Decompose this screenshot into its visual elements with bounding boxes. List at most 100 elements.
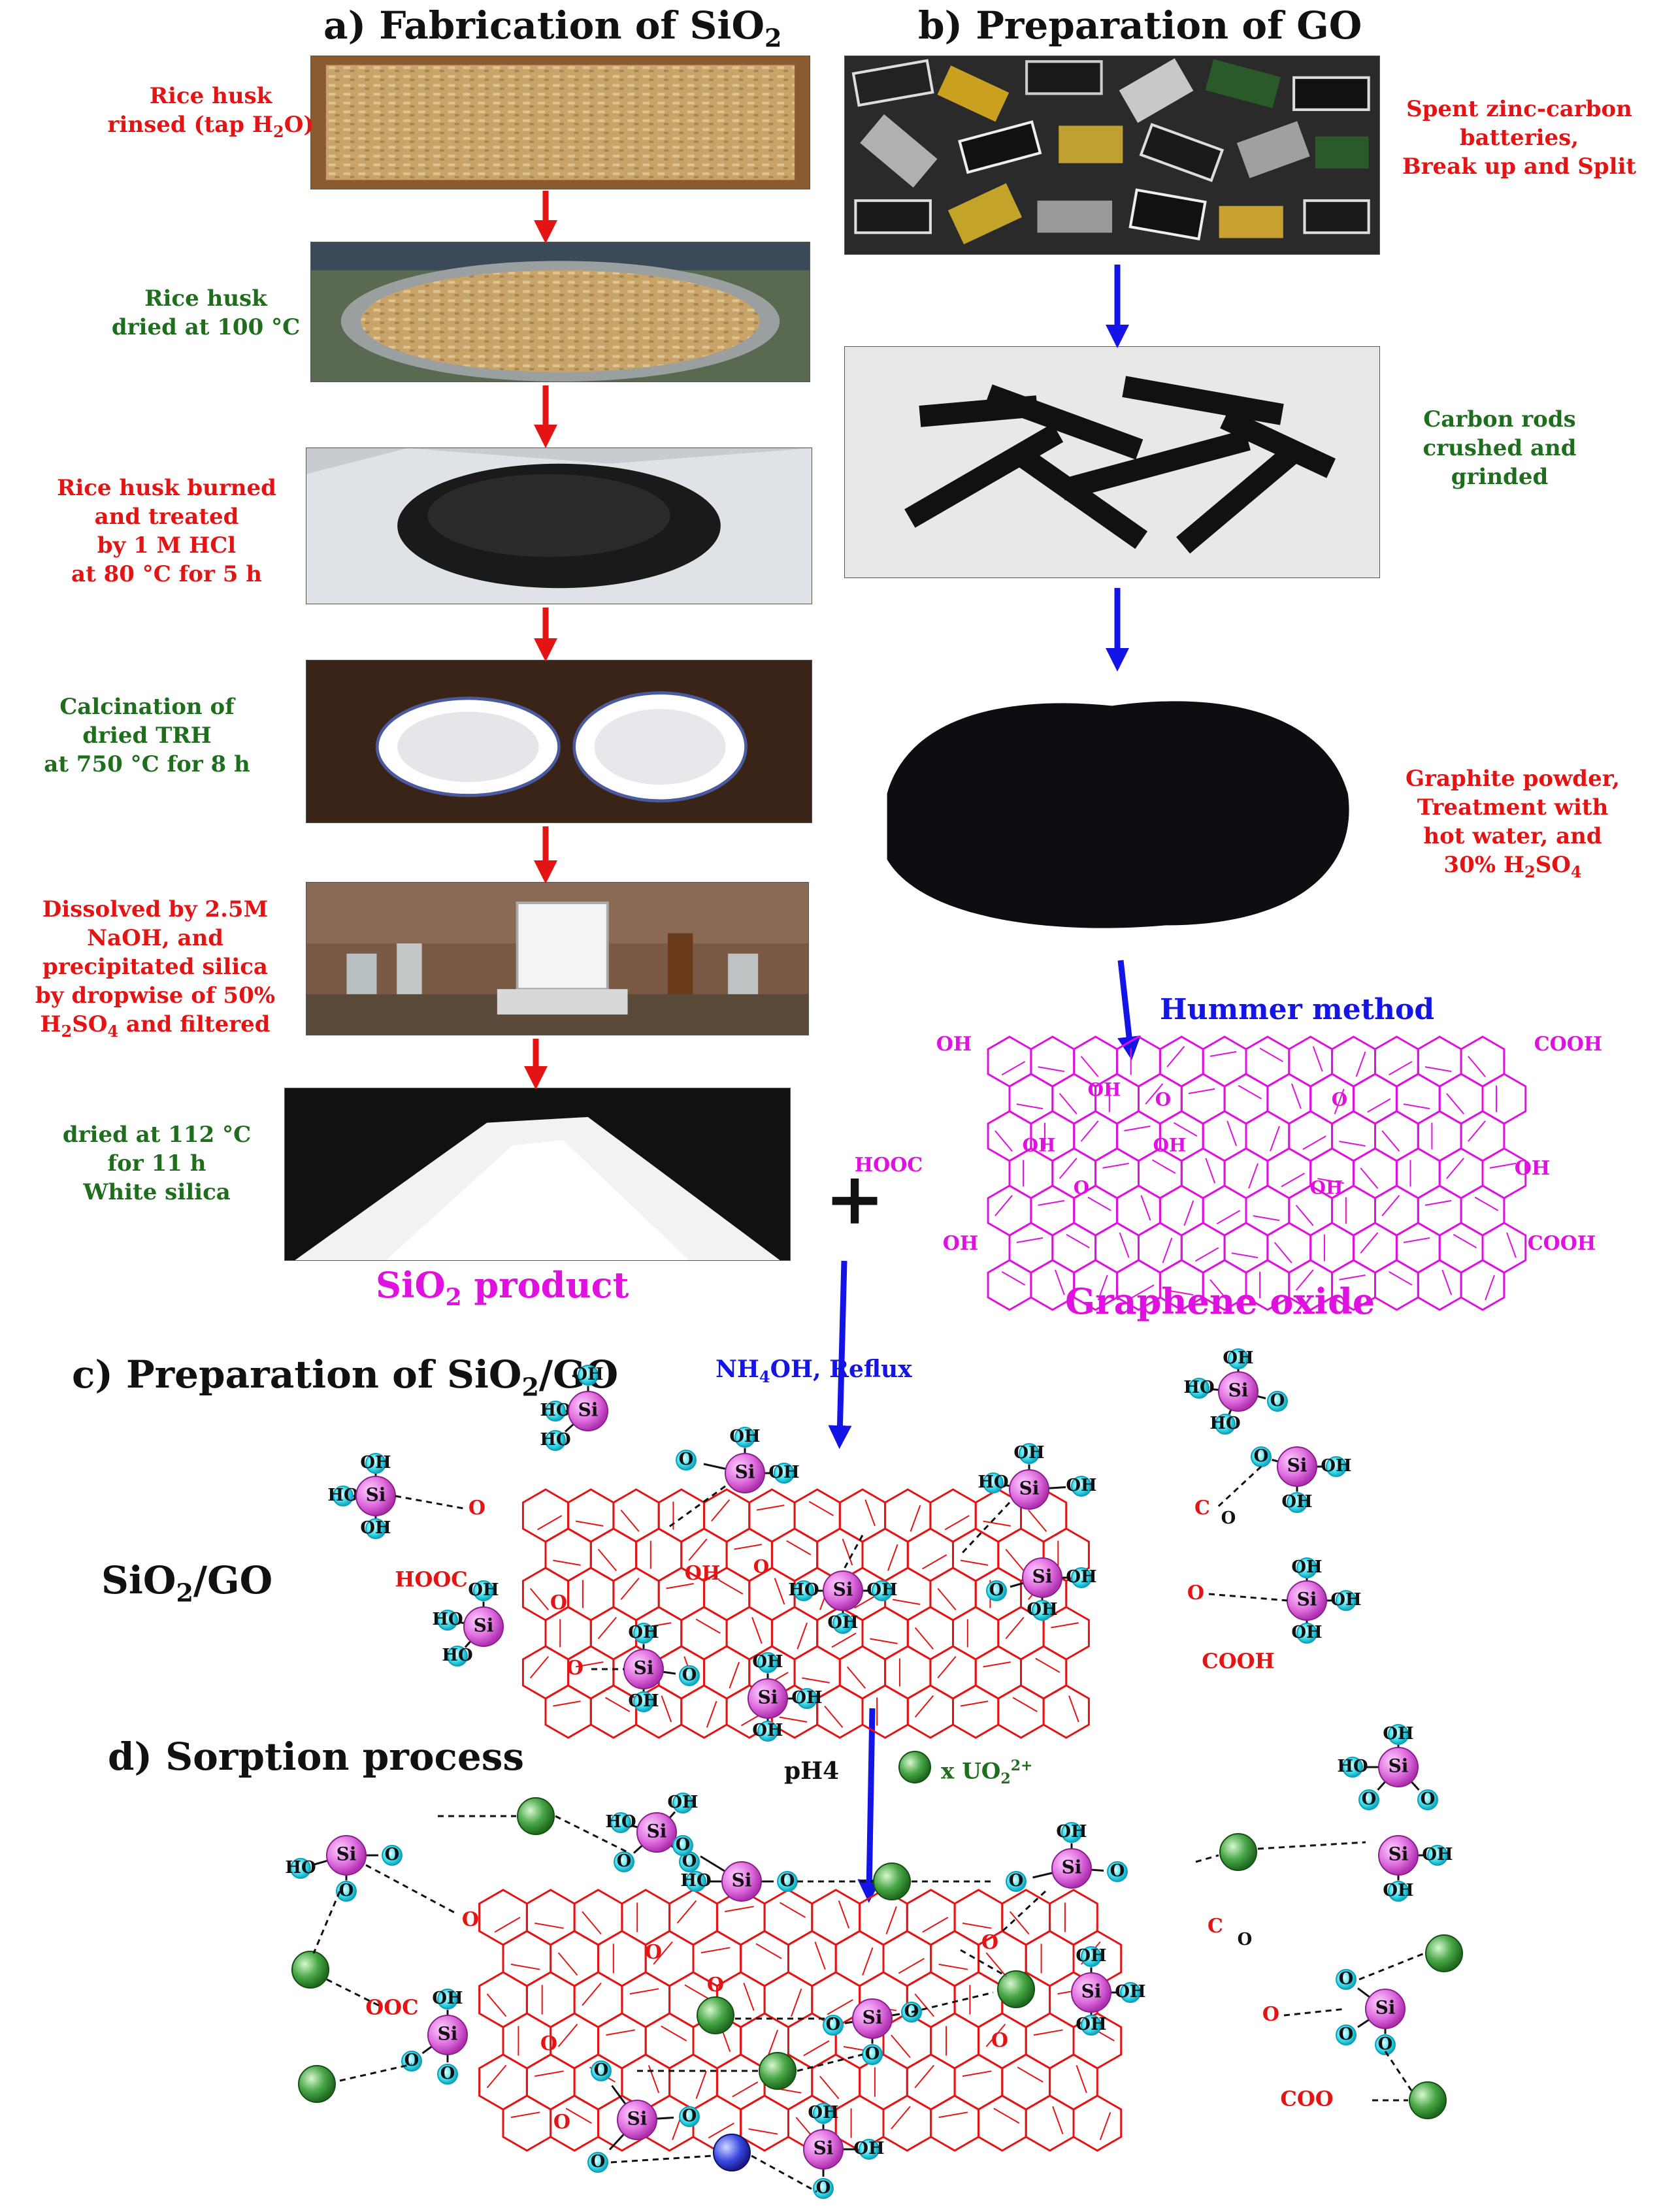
hydrogen-bond-line <box>666 1485 726 1530</box>
uranyl-ion-icon <box>873 1862 911 1900</box>
double-bond <box>1183 1200 1194 1226</box>
hexagon-ring <box>1030 1110 1076 1162</box>
oxygen-atom-icon <box>633 1623 654 1644</box>
oxygen-atom-icon <box>591 2060 612 2081</box>
hexagon-ring <box>1395 1222 1441 1274</box>
double-bond <box>914 2064 934 2089</box>
panel-c-title-text: c) Preparation of SiO <box>72 1352 522 1397</box>
double-bond <box>627 1657 653 1673</box>
hydroxyl-label: O <box>1339 1969 1354 1989</box>
hexagon-ring <box>906 1684 954 1739</box>
step-a1-line2: rinsed (tap H2O) <box>98 110 323 146</box>
step-a2-line1: Rice husk <box>144 285 267 312</box>
double-bond <box>537 1515 563 1531</box>
double-bond <box>695 1618 721 1634</box>
double-bond <box>962 2070 992 2077</box>
double-bond <box>1367 1098 1391 1113</box>
double-bond <box>808 1501 834 1516</box>
double-bond <box>766 2029 779 2058</box>
hexagon-ring <box>997 1606 1045 1661</box>
bond-line <box>633 1831 658 1854</box>
hydroxyl-label: OH <box>1281 1492 1312 1512</box>
hydroxyl-label: OH <box>853 2139 884 2158</box>
hexagon-ring <box>657 1567 705 1621</box>
hexagon-ring <box>884 1567 932 1621</box>
hydroxyl-label: HO <box>788 1580 819 1600</box>
bond-line <box>608 2119 638 2151</box>
silicon-label: Si <box>833 1579 853 1601</box>
step-a5-line4: by dropwise of 50% <box>35 983 276 1009</box>
hexagon-ring <box>763 1889 814 1946</box>
oxygen-atom-icon <box>679 1851 700 1872</box>
oxygen-atom-icon <box>473 1580 494 1601</box>
hexagon-ring <box>1223 1222 1269 1274</box>
double-bond <box>1080 1120 1099 1142</box>
double-bond <box>729 1661 740 1689</box>
double-bond <box>1099 2111 1111 2140</box>
oxygen-atom-icon <box>679 1665 700 1686</box>
double-bond <box>1295 1205 1314 1226</box>
hexagon-ring <box>612 1567 660 1621</box>
double-bond <box>629 1988 659 1995</box>
double-bond <box>791 1988 802 2017</box>
sio2go-a: SiO <box>101 1558 176 1602</box>
hexagon-ring <box>1245 1110 1291 1162</box>
step-a5-line5-b: SO <box>72 1011 108 1037</box>
hexagon-ring <box>930 2012 979 2070</box>
hexagon-ring <box>1051 1073 1097 1125</box>
hexagon-ring <box>1049 1971 1098 2028</box>
step-a5-line2: NaOH, and <box>86 925 224 951</box>
chem-label: O <box>1238 1930 1253 1949</box>
double-bond <box>510 1963 540 1970</box>
chem-label: O <box>469 1497 485 1520</box>
hexagon-ring <box>1438 1147 1484 1199</box>
oxygen-atom-icon <box>734 1427 755 1448</box>
arrow-b3 <box>1117 960 1141 1060</box>
bond-line <box>872 2013 900 2020</box>
hexagon-ring <box>811 1971 861 2028</box>
chem-label: O <box>540 2032 557 2055</box>
hexagon-ring <box>692 2012 742 2070</box>
hexagon-ring <box>1374 1184 1419 1237</box>
silicon-label: Si <box>1081 1981 1102 2002</box>
hydroxyl-label: OH <box>360 1453 391 1472</box>
oxygen-atom-icon <box>1427 1845 1448 1866</box>
hexagon-ring <box>573 1971 623 2028</box>
silicon-label: Si <box>1375 1997 1396 2019</box>
double-bond <box>575 1520 604 1527</box>
hexagon-ring <box>680 1606 728 1661</box>
step-b3-line1: Graphite powder, <box>1406 766 1620 792</box>
double-bond <box>831 1633 857 1648</box>
silicon-atom-icon <box>1378 1747 1419 1787</box>
oxygen-atom-icon <box>1006 1871 1027 1892</box>
hexagon-ring <box>612 1645 660 1700</box>
hexagon-ring <box>1180 1147 1226 1199</box>
double-bond <box>819 2075 840 2100</box>
silicon-label: Si <box>1062 1857 1082 1878</box>
silicon-label: Si <box>1228 1380 1249 1401</box>
chem-label: C <box>1194 1497 1210 1520</box>
bond-line <box>655 1831 681 1854</box>
double-bond <box>885 1906 897 1934</box>
double-bond <box>914 1695 934 1718</box>
oxygen-atom-icon <box>823 2015 844 2036</box>
hexagon-ring <box>1116 1110 1161 1162</box>
hexagon-ring <box>1353 1147 1398 1199</box>
chem-label: O <box>1155 1089 1171 1111</box>
hydrogen-bond-line <box>326 1978 380 2007</box>
double-bond <box>937 1655 957 1679</box>
hydroxyl-label: O <box>1339 2025 1354 2044</box>
hydroxyl-label: O <box>1009 1871 1024 1891</box>
hexagon-ring <box>1288 1110 1334 1162</box>
hydroxyl-label: OH <box>866 1580 897 1600</box>
hexagon-ring <box>725 1606 773 1661</box>
hexagon-ring <box>859 2053 908 2111</box>
hexagon-ring <box>544 1684 592 1739</box>
uo2-sub: 2 <box>1000 1770 1011 1788</box>
hexagon-ring <box>715 2053 766 2111</box>
oxygen-atom-icon <box>872 1580 893 1601</box>
double-bond <box>1389 1271 1413 1286</box>
step-b2-label: Carbon rods crushed and grinded <box>1402 405 1598 491</box>
hexagon-ring <box>1025 1930 1075 1987</box>
